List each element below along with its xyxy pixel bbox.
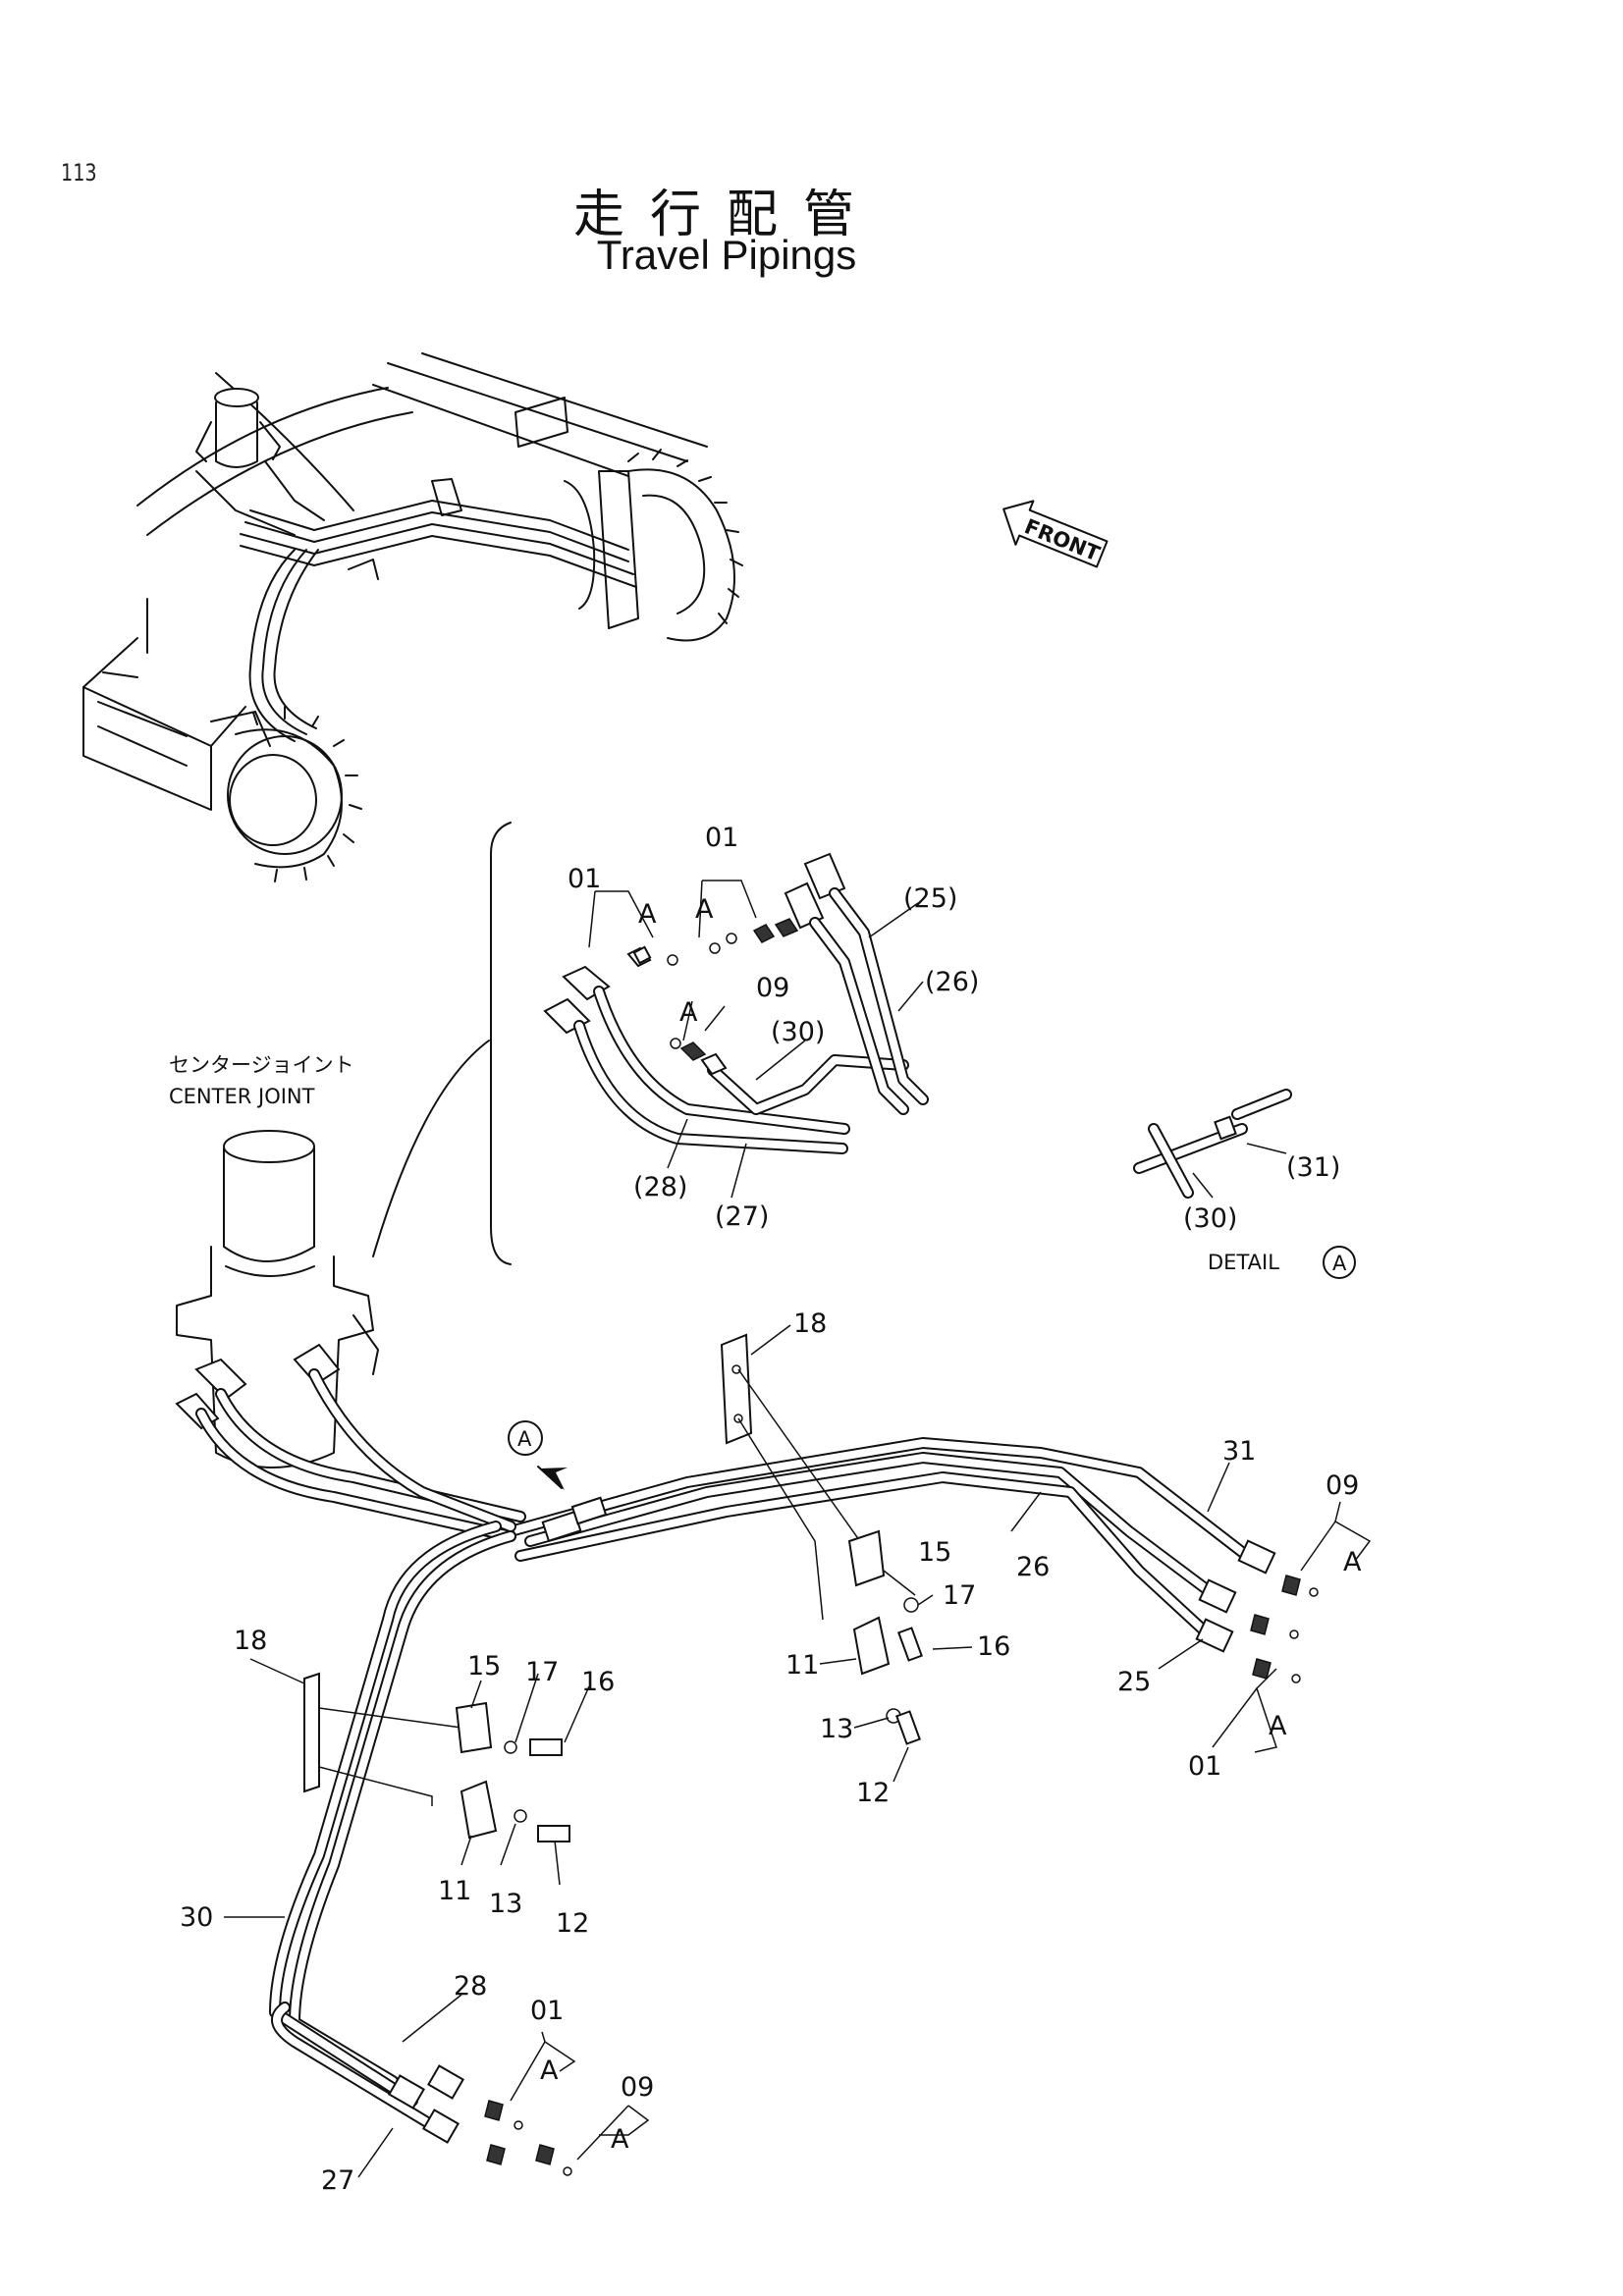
callout-28: 28 <box>454 1971 487 2002</box>
callout-31: 31 <box>1222 1436 1256 1467</box>
title-english: Travel Pipings <box>596 232 857 278</box>
title-japanese: 走行配管 <box>572 186 880 244</box>
detail-label-26: (26) <box>925 967 979 997</box>
lower-drive-motor <box>210 706 362 882</box>
detail-label-31: (31) <box>1286 1152 1340 1183</box>
callout-a-d: A <box>611 2124 629 2155</box>
right-end-fittings <box>1195 1539 1319 1683</box>
callout-16b: 16 <box>581 1667 615 1697</box>
overview-center-joint <box>195 388 325 536</box>
callout-13b: 13 <box>489 1889 522 1919</box>
view-a-marker: A <box>508 1420 568 1490</box>
callout-15a: 15 <box>918 1537 951 1568</box>
callout-01a: 01 <box>1188 1751 1221 1782</box>
callout-27: 27 <box>321 2165 354 2196</box>
callout-a-c: A <box>540 2056 559 2086</box>
detail-right-fittings <box>709 852 929 1115</box>
detail-label-27: (27) <box>715 1201 769 1232</box>
detail-caption-text: DETAIL <box>1208 1251 1279 1274</box>
detail-label-aa: A <box>638 899 657 930</box>
detail-label-09: 09 <box>756 973 789 1003</box>
callout-18a: 18 <box>793 1308 827 1339</box>
view-a-letter: A <box>517 1427 532 1451</box>
callout-30: 30 <box>180 1902 213 1933</box>
center-joint-label-en: CENTER JOINT <box>169 1085 315 1108</box>
detail-caption-letter: A <box>1332 1252 1347 1275</box>
main-pipe-runs <box>195 1368 1253 2131</box>
overview-machine-drawing <box>82 352 743 882</box>
callout-18b: 18 <box>234 1626 267 1656</box>
callout-16a: 16 <box>977 1631 1010 1662</box>
callout-17b: 17 <box>525 1657 559 1687</box>
callout-leaders <box>224 1324 1372 2178</box>
bottom-end-fittings <box>388 2064 572 2176</box>
detail-label-ac: A <box>679 997 698 1028</box>
callout-09a: 09 <box>1325 1470 1359 1501</box>
callout-a-a: A <box>1343 1547 1362 1577</box>
callout-26: 26 <box>1016 1552 1050 1582</box>
detail-label-30: (30) <box>771 1017 825 1047</box>
detail-left-fittings <box>543 945 909 1154</box>
callout-numbers: 18 31 09 A 15 17 26 16 11 13 12 25 A 01 … <box>180 1308 1362 2196</box>
callout-a-b: A <box>1269 1711 1287 1741</box>
callout-15b: 15 <box>467 1651 501 1682</box>
detail-label-01b: 01 <box>705 823 738 853</box>
detail-label-01a: 01 <box>568 864 601 894</box>
page-number: 113 <box>61 159 97 187</box>
detail-label-ab: A <box>695 894 714 925</box>
callout-12b: 12 <box>556 1908 589 1939</box>
front-label: FRONT <box>1021 514 1104 566</box>
center-joint: センタージョイント CENTER JOINT <box>169 1053 379 1468</box>
clamp-group-left <box>303 1672 570 1842</box>
clamp-group-right <box>720 1333 923 1745</box>
callout-17a: 17 <box>943 1580 976 1611</box>
detail-label-30b: (30) <box>1183 1203 1237 1234</box>
detail-a-tee-piece: (31) (30) DETAIL A <box>1133 1089 1356 1279</box>
callout-13a: 13 <box>820 1714 853 1744</box>
callout-09b: 09 <box>621 2072 654 2103</box>
detail-label-25: (25) <box>903 883 957 914</box>
detail-a-view: 01 A 01 A 09 A (25) (26) (30) (28) (27) <box>372 822 979 1265</box>
callout-11b: 11 <box>438 1876 471 1906</box>
upper-drive-motor <box>564 449 743 642</box>
callout-25: 25 <box>1117 1667 1151 1697</box>
front-direction-arrow: FRONT <box>1002 500 1109 568</box>
detail-label-28: (28) <box>633 1172 687 1202</box>
callout-01b: 01 <box>530 1996 564 2026</box>
callout-11a: 11 <box>785 1650 819 1681</box>
center-joint-label-jp: センタージョイント <box>169 1053 354 1077</box>
callout-12a: 12 <box>856 1778 890 1808</box>
